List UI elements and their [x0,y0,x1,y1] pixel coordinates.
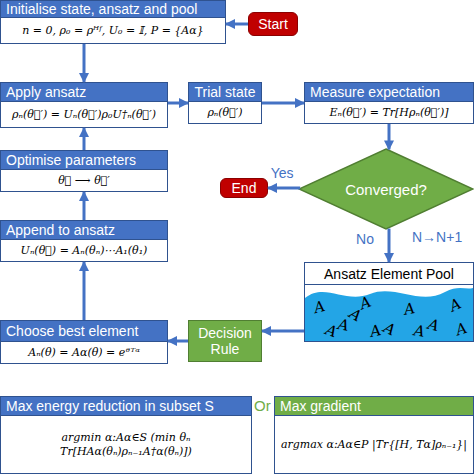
pool-wave-fill [305,288,473,341]
diamond-outline [299,149,473,229]
process-box: Trial stateρₙ(θ⃗′) [188,82,262,124]
box-heading: Measure expectation [304,82,474,102]
pool-element-symbol: A [447,295,464,316]
flow-arrow [83,44,86,82]
flow-arrow [262,330,304,333]
box-body: Eₙ(θ⃗′) = Tr[Hρₙ(θ⃗′)] [304,102,474,124]
box-heading: Max gradient [274,396,474,416]
terminal-box: End [220,178,268,198]
flow-arrow [388,124,391,149]
process-box: Append to ansatzUₙ(θ⃗) = Aₙ(θₙ)⋯A₁(θ₁) [0,220,168,262]
box-heading: Optimise parameters [0,150,168,170]
process-box: Max gradientargmax α:Aα∈P |Tr{[H, Tα]ρₙ₋… [274,396,474,474]
box-body: n = 0, ρ₀ = ρᴴᶠ, U₀ = 𝕀, P = {Aα} [0,18,226,44]
process-box: Optimise parametersθ⃗ ⟶ θ⃗′ [0,150,168,192]
flow-arrow [83,128,86,150]
box-body: ρₙ(θ⃗′) = Uₙ(θ⃗′)ρ₀U†ₙ(θ⃗′) [0,102,168,128]
process-box: Apply ansatzρₙ(θ⃗′) = Uₙ(θ⃗′)ρ₀U†ₙ(θ⃗′) [0,82,168,128]
flow-arrow [83,262,86,320]
pool-element-symbol: A [426,315,441,335]
node-label: Decision Rule [189,325,261,357]
edge-label: No [356,231,374,247]
flow-arrow [83,192,86,220]
box-body: argmax α:Aα∈P |Tr{[H, Tα]ρₙ₋₁}| [274,416,474,474]
box-heading: Apply ansatz [0,82,168,102]
pool-element-symbol: A [368,321,382,341]
process-box: Max energy reduction in subset Sargmin α… [0,396,252,474]
node-label: Converged? [298,148,474,230]
box-heading: Choose best element [0,320,168,342]
node-label: Ansatz Element Pool [305,263,473,285]
box-body: ρₙ(θ⃗′) [188,102,262,124]
pool-element-symbol: A [323,321,339,342]
flow-arrow [388,229,391,262]
box-body: θ⃗ ⟶ θ⃗′ [0,170,168,192]
box-body: argmin α:Aα∈S (min θₙ Tr[HAα(θₙ)ρₙ₋₁A†α(… [0,416,252,474]
flow-arrow [168,340,188,343]
edge-label: Yes [271,165,294,181]
flow-arrow [268,187,300,190]
alternative-label: Or [254,397,271,414]
box-heading: Append to ansatz [0,220,168,240]
pool-element-symbol: A [413,321,426,340]
box-body: Aₙ(θ) = Aα(θ) = eᶿᵀᵅ [0,342,168,364]
pool-element-symbol: A [312,297,327,317]
pool-element-symbol: A [381,319,398,340]
flow-arrow [226,23,248,26]
box-heading: Initialise state, ansatz and pool [0,0,226,18]
flow-arrow [262,102,304,105]
box-heading: Max energy reduction in subset S [0,396,252,416]
terminal-box: Start [248,12,298,36]
box-heading: Trial state [188,82,262,102]
process-box: Measure expectationEₙ(θ⃗′) = Tr[Hρₙ(θ⃗′)… [304,82,474,124]
box-body: Uₙ(θ⃗) = Aₙ(θₙ)⋯A₁(θ₁) [0,240,168,262]
rule-box: Decision Rule [188,320,262,362]
pool-element-symbol: A [403,299,417,319]
decision-diamond: Converged? [298,148,474,230]
node-label: End [232,180,257,196]
process-box: Initialise state, ansatz and pooln = 0, … [0,0,226,44]
node-label: Start [258,16,288,32]
flow-arrow [168,102,188,105]
process-box: Choose best elementAₙ(θ) = Aα(θ) = eᶿᵀᵅ [0,320,168,364]
pool-element-symbol: A [453,319,469,339]
loop-counter-label: N→N+1 [412,229,462,245]
